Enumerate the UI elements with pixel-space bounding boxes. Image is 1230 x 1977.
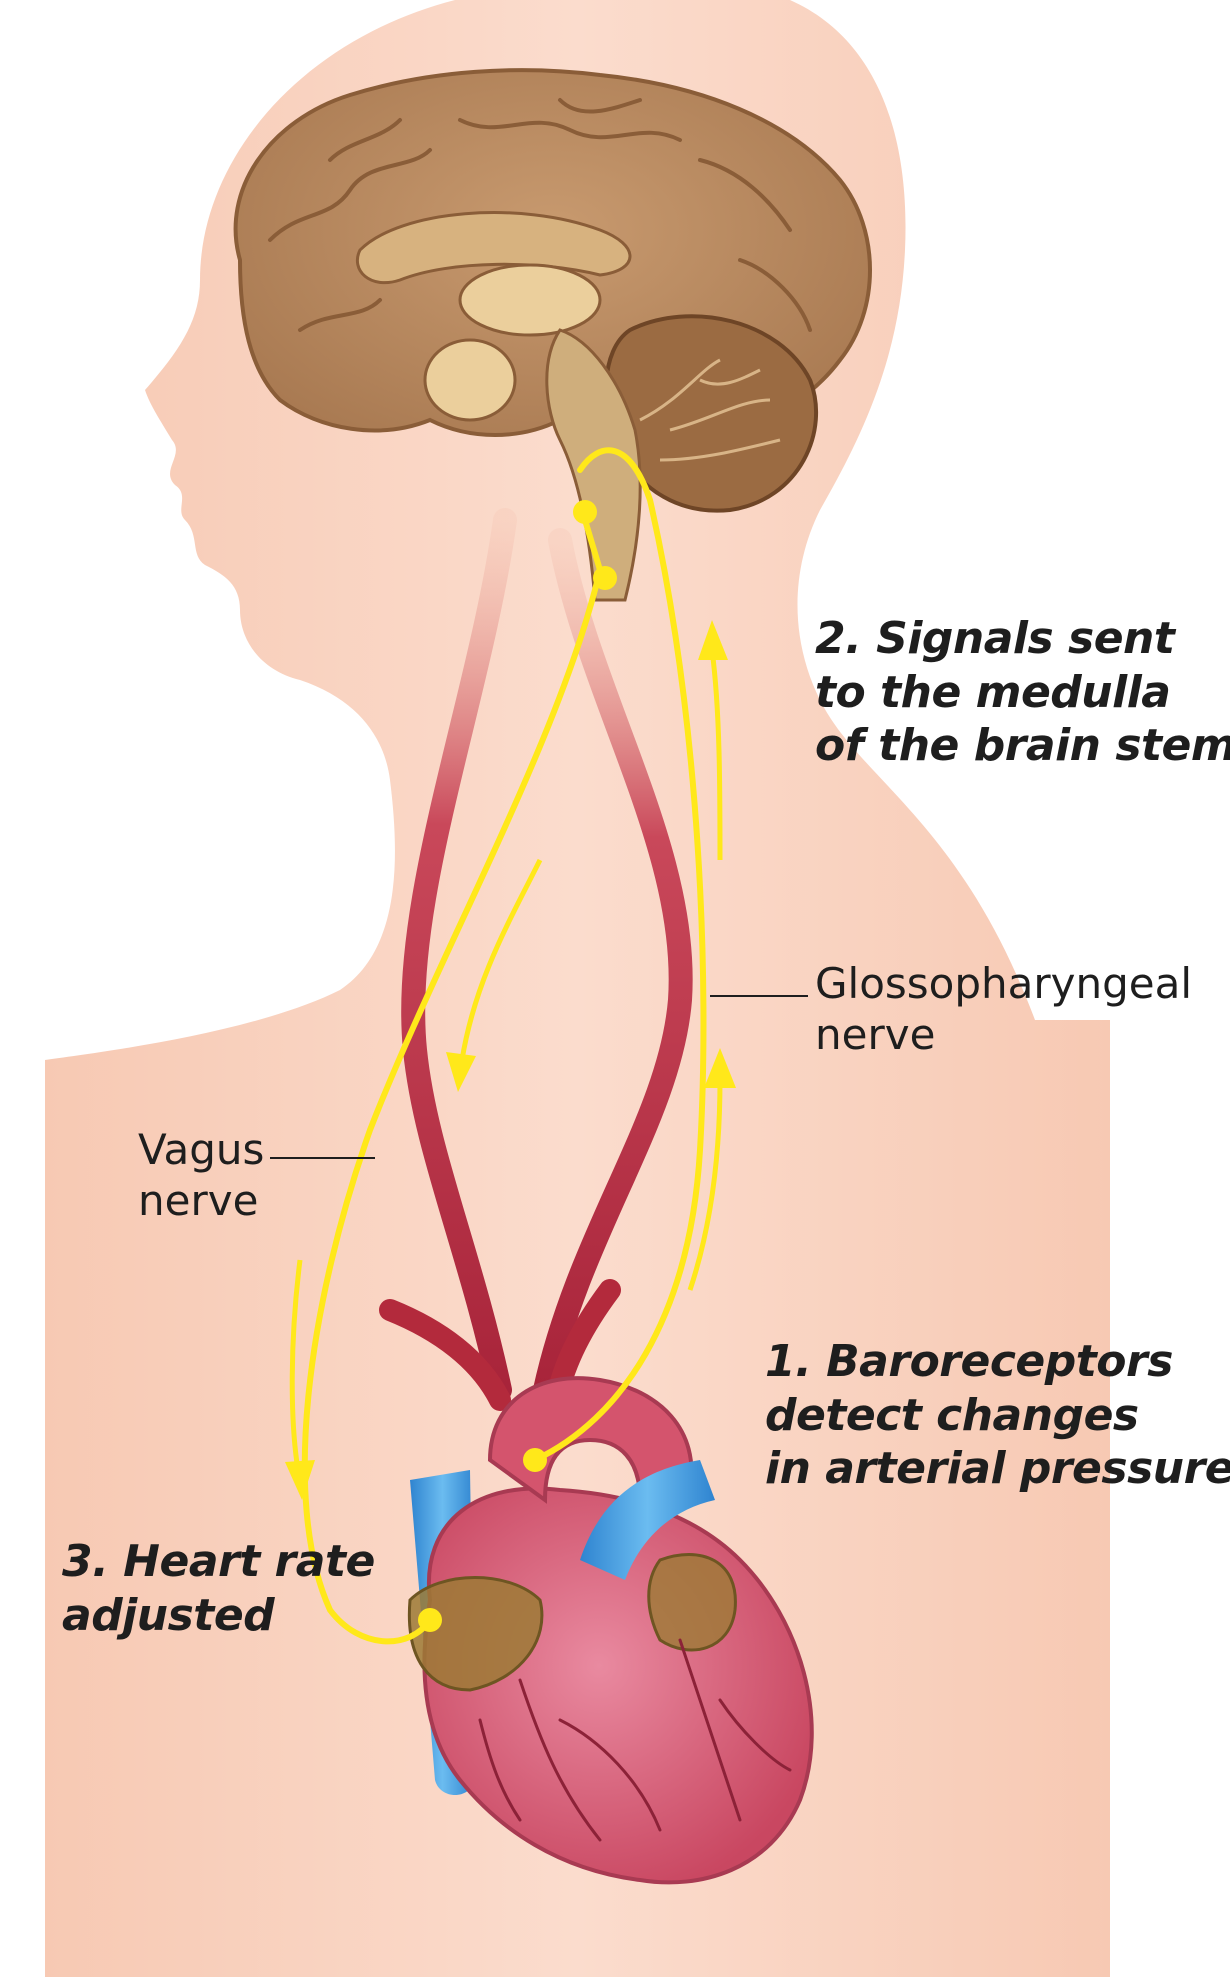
glossopharyngeal-line-2: nerve [815,1009,1192,1060]
step-3-line-1: 3. Heart rate [62,1535,375,1589]
step-2-label: 2. Signals sent to the medulla of the br… [815,612,1230,773]
step-3-label: 3. Heart rate adjusted [62,1535,375,1642]
step-1-line-3: in arterial pressure [765,1442,1230,1496]
glossopharyngeal-line-1: Glossopharyngeal [815,958,1192,1009]
step-1-line-2: detect changes [765,1389,1230,1443]
step-1-line-1: 1. Baroreceptors [765,1335,1230,1389]
vagus-nerve-label: Vagus nerve [138,1124,264,1226]
glossopharyngeal-nerve-label: Glossopharyngeal nerve [815,958,1192,1060]
step-3-line-2: adjusted [62,1589,375,1643]
step-2-line-1: 2. Signals sent [815,612,1230,666]
vagus-line-2: nerve [138,1175,264,1226]
step-2-line-2: to the medulla [815,666,1230,720]
step-1-label: 1. Baroreceptors detect changes in arter… [765,1335,1230,1496]
step-2-line-3: of the brain stem [815,719,1230,773]
vagus-line-1: Vagus [138,1124,264,1175]
